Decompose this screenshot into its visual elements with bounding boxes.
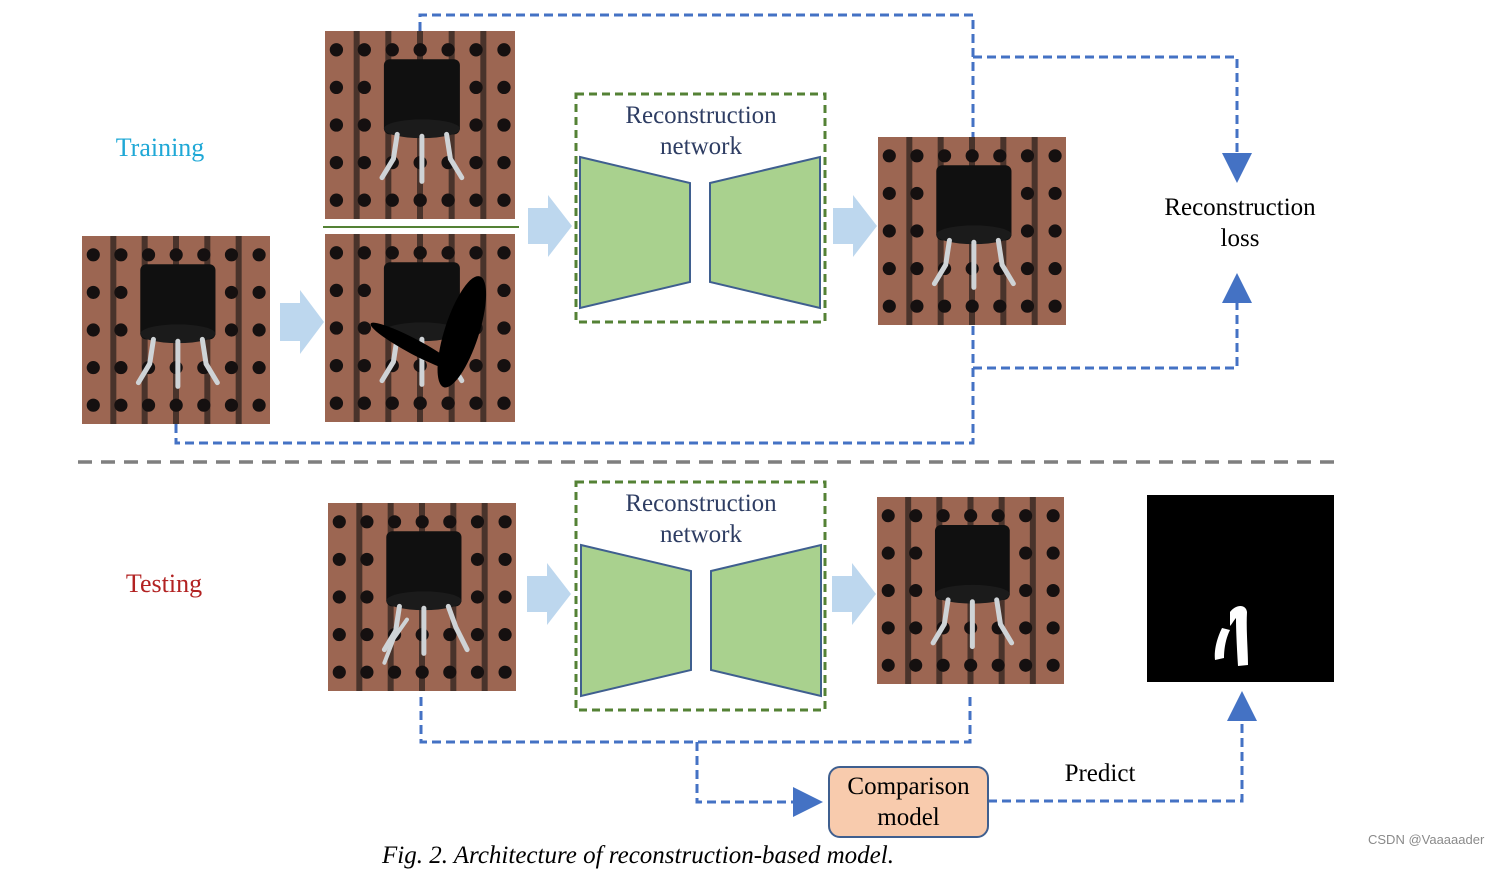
network-label-training: Reconstruction network [590,100,812,163]
training-flow-lines [174,13,1252,445]
network-label-line1: Reconstruction [625,490,777,517]
loss-label-line2: loss [1220,225,1260,253]
testing-title: Testing [125,569,203,598]
decoder-shape [710,543,822,698]
normal-image-training [325,31,515,219]
training-title: Training [115,133,205,162]
comparison-line2: model [877,804,940,831]
figure-caption: Fig. 2. Architecture of reconstruction-b… [382,842,894,869]
input-image-testing [328,503,516,691]
encoder-shape [580,543,692,698]
network-label-testing: Reconstruction network [590,488,812,551]
loss-label-line1: Reconstruction [1164,194,1316,221]
comparison-line1: Comparison [847,772,970,800]
input-image-training [82,236,270,424]
reconstructed-image-training [878,137,1066,325]
predicted-mask [1147,495,1334,682]
network-label-line1: Reconstruction [625,102,777,129]
watermark: CSDN @Vaaaaader [1368,832,1485,847]
block-arrows [280,195,877,625]
encoder-shape [579,155,691,310]
comparison-model-box: Comparison model [828,766,989,838]
reconstructed-image-testing [877,497,1064,684]
reconstruction-network-testing [574,480,827,712]
predict-label: Predict [1064,760,1136,787]
masked-image-training [325,234,515,422]
reconstruction-loss-label: Reconstruction loss [1140,192,1340,255]
network-label-line2: network [660,133,742,161]
testing-flow-lines [419,691,1257,817]
reconstruction-network-training [574,92,827,324]
network-label-line2: network [660,521,742,549]
decoder-shape [709,155,821,310]
